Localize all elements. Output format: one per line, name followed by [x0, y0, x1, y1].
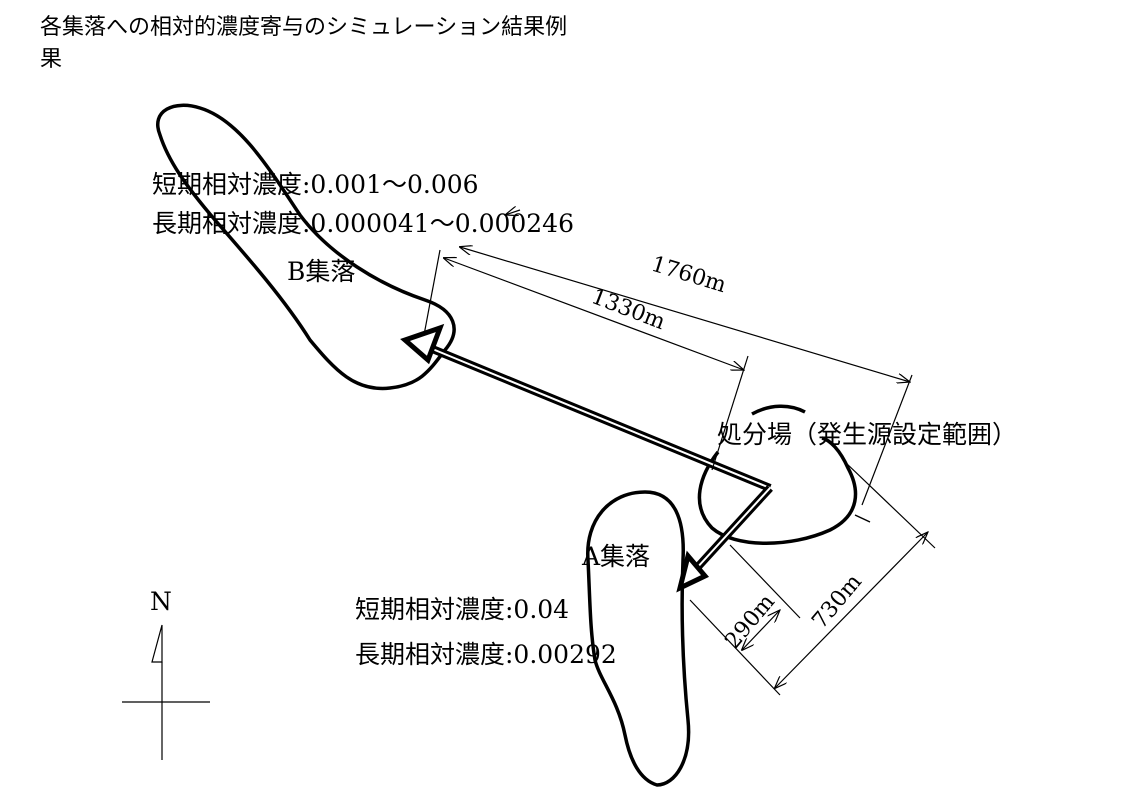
disposal-site-outline	[697, 436, 858, 545]
village-a-short-term: 短期相対濃度:0.04	[355, 595, 569, 624]
village-a-name: A集落	[581, 542, 650, 571]
village-a-long-term: 長期相対濃度:0.00292	[355, 640, 617, 669]
title-line-1: 各集落への相対的濃度寄与のシミュレーション結果例	[40, 15, 568, 40]
dimension-lines	[423, 210, 936, 696]
arrow-to-village-b	[400, 323, 772, 492]
dimension-1330m: 1330m	[588, 284, 669, 335]
village-b-long-term: 長期相対濃度:0.000041～0.000246	[152, 209, 574, 238]
village-b-short-term: 短期相対濃度:0.001～0.006	[152, 170, 479, 199]
disposal-site-outline-top	[751, 404, 806, 416]
village-a-outline	[586, 490, 691, 787]
dimension-1760m: 1760m	[648, 252, 729, 298]
north-label: N	[150, 587, 172, 616]
arrow-to-village-a	[676, 485, 773, 593]
title-line-2: 果	[40, 47, 63, 72]
dimension-290m: 290m	[720, 590, 780, 654]
diagram-title: 各集落への相対的濃度寄与のシミュレーション結果例 果	[40, 12, 567, 76]
north-arrow-icon: N	[122, 587, 210, 760]
disposal-site-label: 処分場（発生源設定範囲）	[717, 420, 1017, 449]
village-b-name: B集落	[287, 257, 355, 286]
